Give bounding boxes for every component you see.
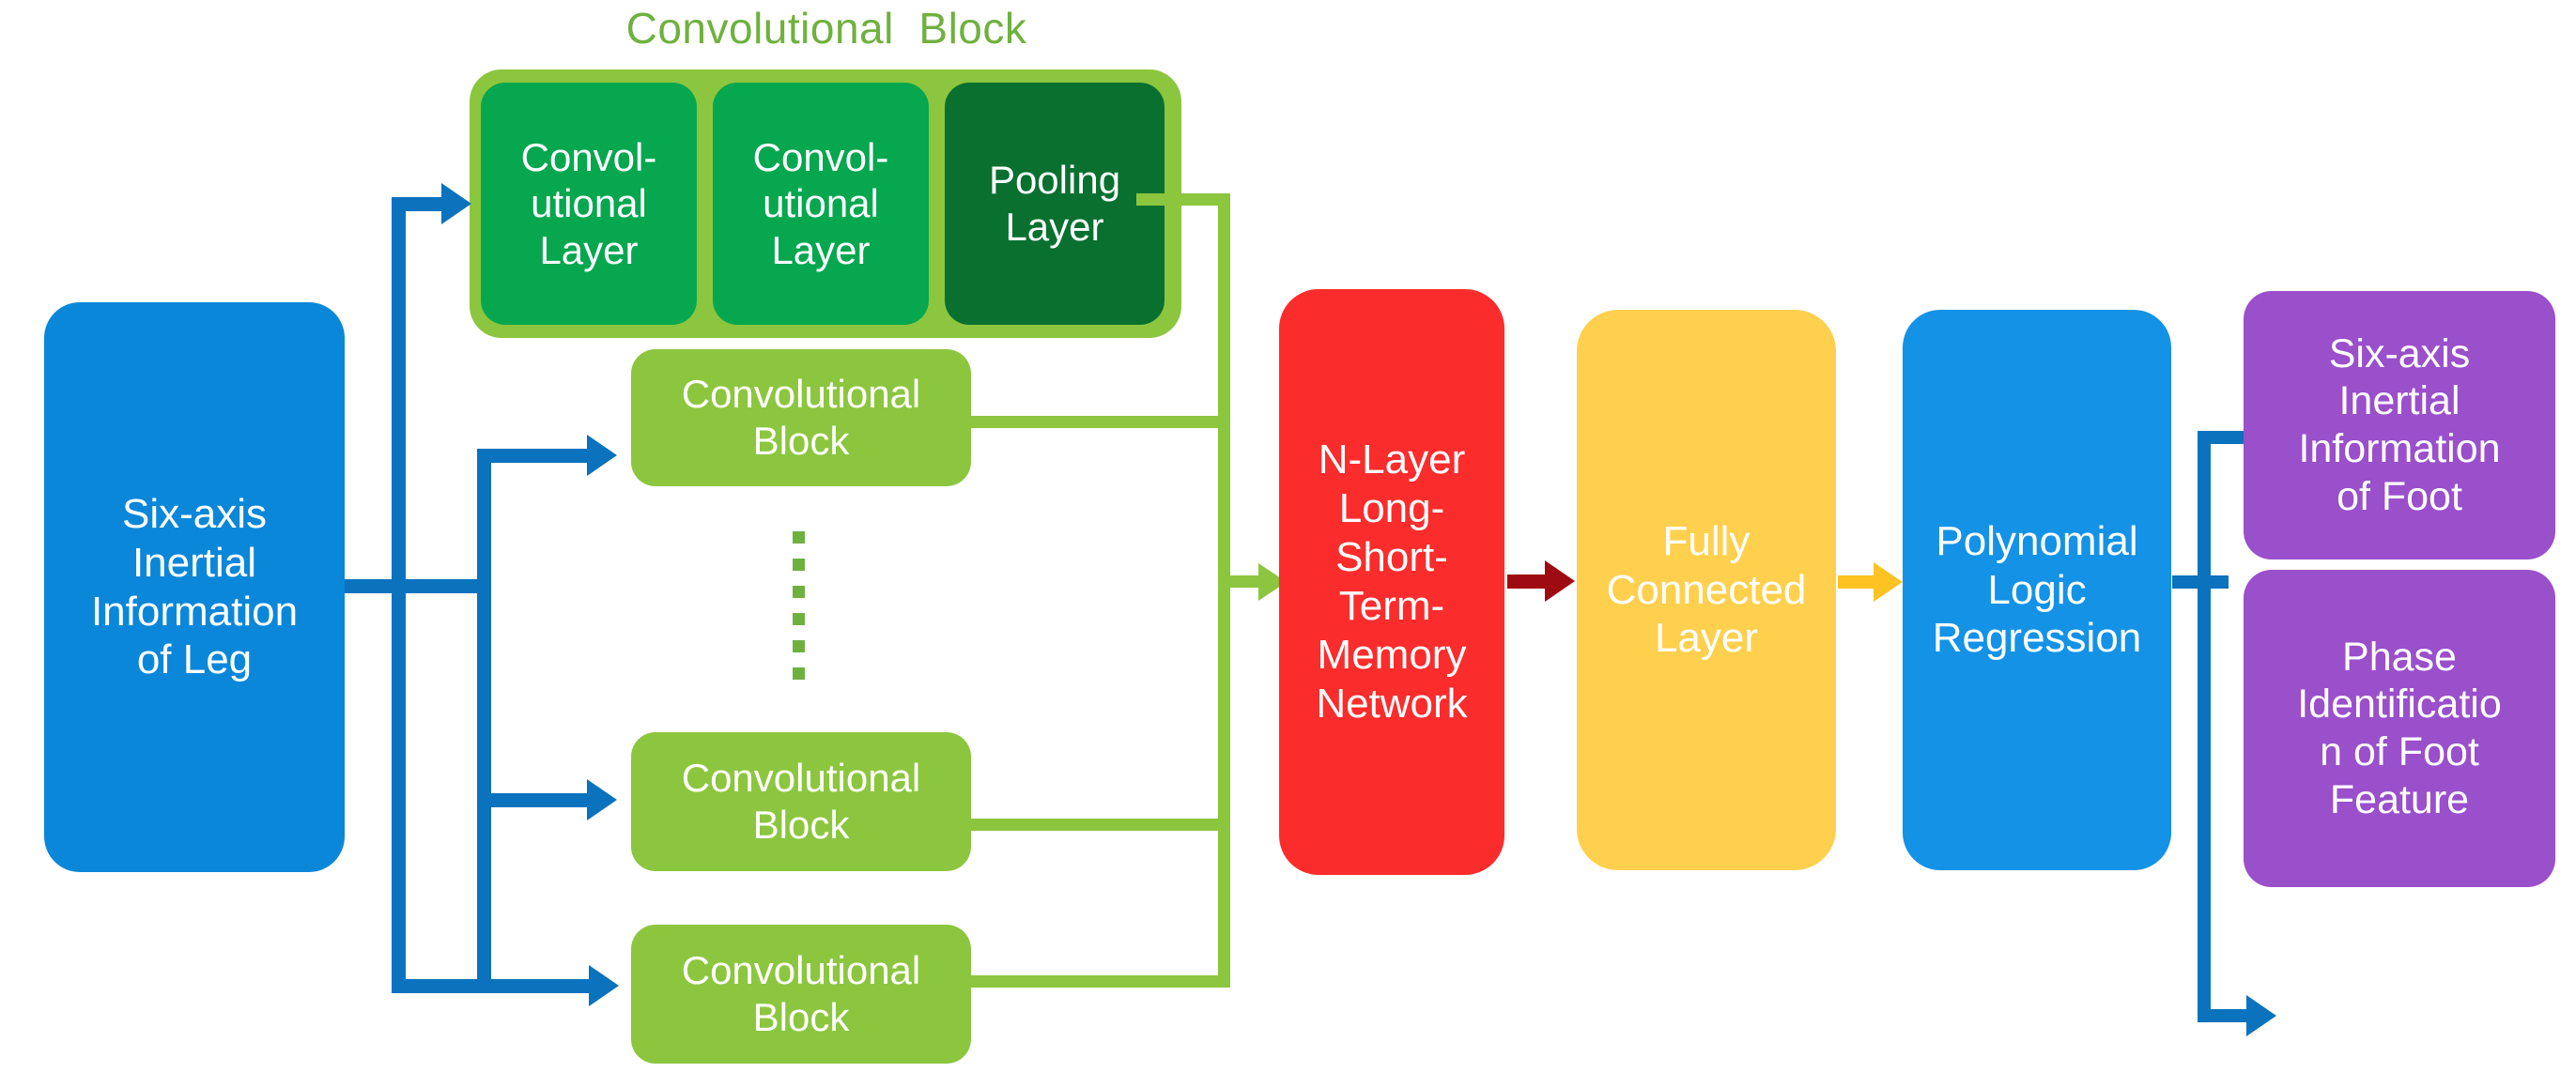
merge-from-conv-block-3 (971, 975, 1230, 988)
branch-to-output-1 (2198, 431, 2256, 444)
arrow-to-conv-block-1-icon (587, 435, 617, 476)
arrow-to-conv-detail-icon (441, 183, 471, 224)
input-spine-inner (477, 449, 491, 993)
ellipsis-dot (792, 613, 805, 625)
conv-layer-2: Convol- utional Layer (713, 83, 929, 325)
lstm-network: N-Layer Long- Short- Term- Memory Networ… (1279, 289, 1504, 875)
arrow-to-conv-block-2-icon (587, 779, 617, 820)
arrow-lstm-to-fc-icon (1545, 560, 1575, 602)
pooling-layer: Pooling Layer (945, 83, 1165, 325)
ellipsis-dot (792, 640, 805, 652)
conv-block-3: Convolutional Block (631, 925, 971, 1064)
regression-output-spine (2198, 431, 2211, 1022)
input-six-axis-inertial-leg: Six-axis Inertial Information of Leg (44, 302, 345, 872)
arrow-to-output-2-icon (2246, 995, 2276, 1036)
conv-block-group-title: Convolutional Block (625, 4, 1027, 53)
ellipsis-dot (792, 667, 805, 680)
input-spine-outer (392, 197, 406, 992)
merge-from-conv-block-2 (971, 819, 1230, 831)
input-trunk-horizontal (345, 579, 486, 593)
merge-from-conv-block-1 (971, 416, 1230, 428)
branch-to-conv-block-1 (477, 449, 594, 463)
conv-block-1: Convolutional Block (631, 349, 971, 486)
polynomial-logic-regression: Polynomial Logic Regression (1903, 310, 2171, 870)
ellipsis-dot (792, 559, 805, 571)
arrow-fc-to-regression-icon (1874, 562, 1903, 602)
branch-to-output-2 (2198, 1009, 2256, 1022)
ellipsis-dot (792, 531, 805, 544)
conv-layer-1: Convol- utional Layer (481, 83, 697, 325)
ellipsis-dot (792, 586, 805, 598)
branch-to-conv-detail (392, 197, 450, 211)
merge-from-conv-detail (1136, 193, 1230, 206)
output-phase-identification-foot: Phase Identificatio n of Foot Feature (2244, 570, 2555, 887)
branch-to-conv-block-2 (477, 793, 594, 807)
lstm-to-fc-line (1507, 575, 1556, 589)
arrow-to-conv-block-3-icon (589, 965, 619, 1006)
branch-to-conv-block-3 (392, 979, 596, 993)
conv-merge-spine (1218, 193, 1230, 988)
conv-block-2: Convolutional Block (631, 732, 971, 871)
fully-connected-layer: Fully Connected Layer (1577, 310, 1836, 870)
fc-to-regression-line (1838, 575, 1883, 589)
vertical-ellipsis (792, 531, 805, 680)
output-six-axis-inertial-foot: Six-axis Inertial Information of Foot (2244, 291, 2555, 559)
